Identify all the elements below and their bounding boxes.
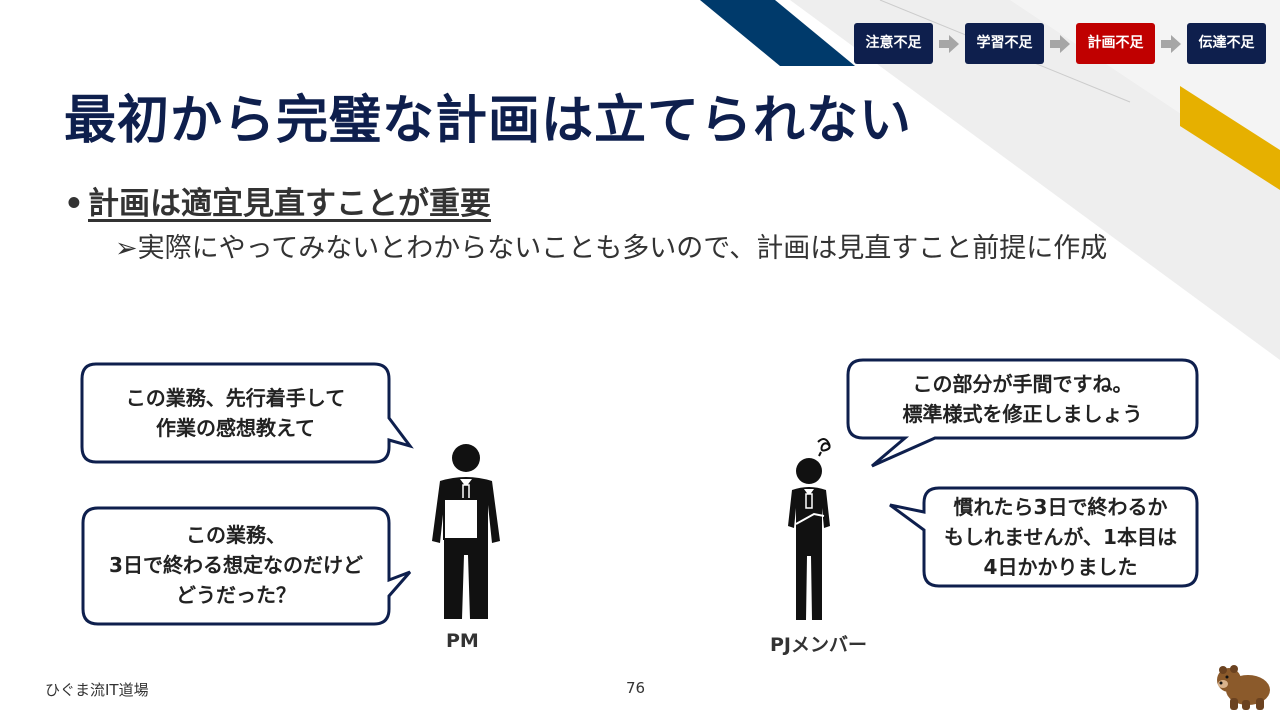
bubble-line: 3日で終わる想定なのだけど	[109, 553, 363, 577]
arrow-right-icon	[1161, 35, 1181, 53]
bubble-line: 4日かかりました	[983, 555, 1138, 579]
pm-bottom-bubble	[81, 506, 412, 626]
bubble-line: もしれませんが、1本目は	[944, 525, 1177, 549]
step-communication: 伝達不足	[1187, 23, 1266, 64]
bubble-line: この業務、	[186, 523, 286, 547]
bubble-line: この部分が手間ですね。	[912, 372, 1133, 396]
bubble-line: 作業の感想教えて	[156, 416, 315, 440]
bullet-text: 計画は適宜見直すことが重要	[88, 186, 491, 222]
step-learning: 学習不足	[965, 23, 1044, 64]
pm-bottom-bubble-text: この業務、 3日で終わる想定なのだけど どうだった？	[83, 520, 389, 610]
bubble-line: どうだった？	[176, 583, 296, 607]
bubble-line: この業務、先行着手して	[125, 386, 346, 410]
member-label: PJメンバー	[770, 634, 867, 656]
sub-bullet-marker: ➢	[115, 233, 138, 264]
main-bullet: •計画は適宜見直すことが重要	[64, 178, 491, 223]
arrow-right-icon	[939, 35, 959, 53]
member-top-bubble	[846, 358, 1199, 468]
pm-label: PM	[446, 630, 479, 652]
gold-diagonal-stripe	[1180, 86, 1280, 190]
bear-mascot-icon	[1217, 665, 1270, 710]
confused-scribble-icon	[817, 438, 831, 457]
blue-diagonal-stripe	[700, 0, 855, 66]
bubble-line: 標準様式を修正しましょう	[902, 402, 1143, 426]
pm-top-bubble-text: この業務、先行着手して 作業の感想教えて	[82, 383, 389, 443]
member-bottom-bubble	[889, 486, 1199, 588]
page-number: 76	[626, 679, 646, 697]
footer-brand: ひぐま流IT道場	[45, 681, 149, 699]
bubble-line: 慣れたら3日で終わるか	[953, 495, 1168, 519]
bullet-marker: •	[64, 186, 84, 222]
member-bottom-bubble-text: 慣れたら3日で終わるか もしれませんが、1本目は 4日かかりました	[924, 492, 1197, 582]
arrow-right-icon	[1050, 35, 1070, 53]
member-figure-icon	[788, 438, 831, 620]
member-top-bubble-text: この部分が手間ですね。 標準様式を修正しましょう	[848, 369, 1197, 429]
sub-bullet-text: 実際にやってみないとわからないことも多いので、計画は見直すこと前提に作成	[137, 233, 1108, 264]
step-attention: 注意不足	[854, 23, 933, 64]
pm-top-bubble	[80, 362, 414, 464]
pm-figure-icon	[432, 444, 500, 619]
page-title: 最初から完璧な計画は立てられない	[64, 91, 913, 151]
sub-bullet: ➢実際にやってみないとわからないことも多いので、計画は見直すこと前提に作成	[115, 226, 1107, 265]
step-planning: 計画不足	[1076, 23, 1155, 64]
